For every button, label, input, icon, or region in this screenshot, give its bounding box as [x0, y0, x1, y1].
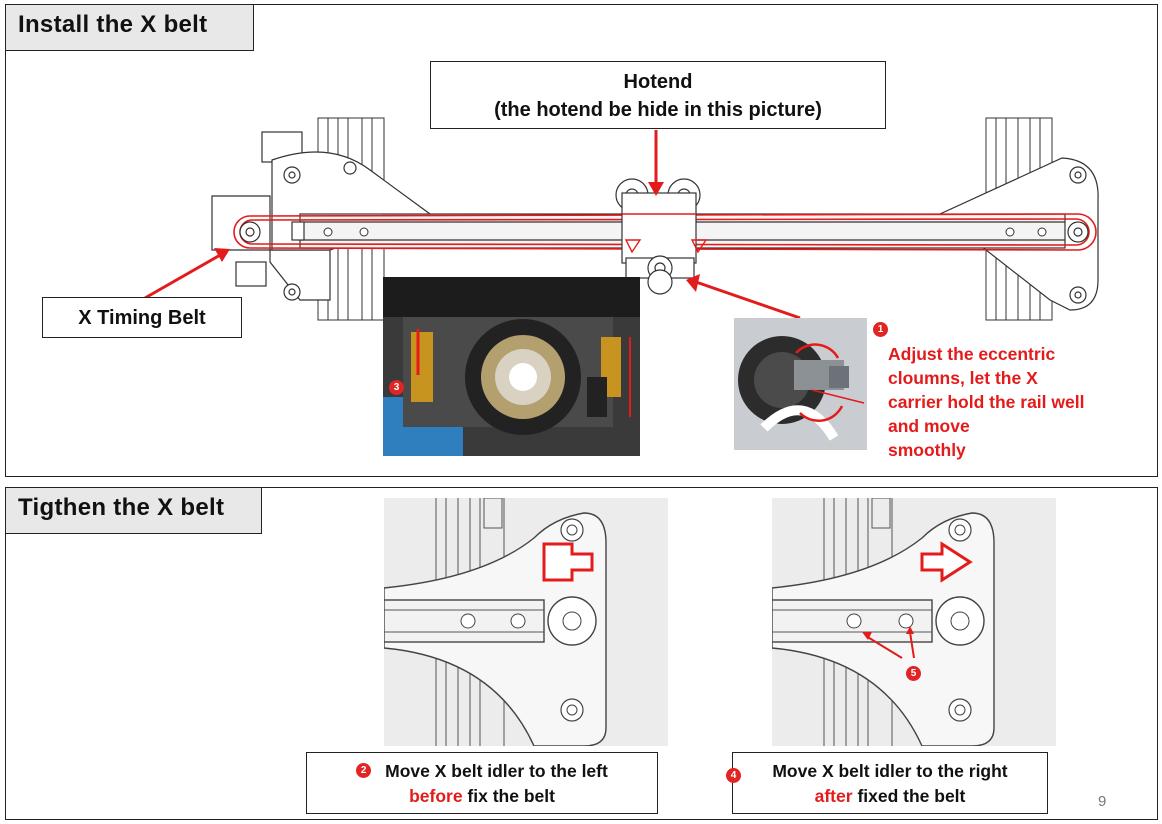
step4-highlight: after	[814, 786, 853, 806]
step2-rest: fix the belt	[467, 786, 555, 806]
step4-line-1: Move X belt idler to the right	[733, 759, 1047, 784]
step2-line-2: before fix the belt	[307, 784, 657, 809]
step1-badge: 1	[873, 322, 888, 337]
step1-line-4: and move	[888, 416, 970, 436]
step4-line-2: after fixed the belt	[733, 784, 1047, 809]
step4-text: Move X belt idler to the right	[772, 761, 1008, 781]
eccentric-nut-photo	[734, 318, 867, 450]
step2-highlight: before	[409, 786, 463, 806]
idler-left-diagram	[384, 498, 668, 746]
step1-line-1: Adjust the eccentric	[888, 344, 1056, 364]
step4-badge: 4	[726, 768, 741, 783]
timing-belt-callout: X Timing Belt	[42, 297, 242, 338]
hotend-callout: Hotend (the hotend be hide in this pictu…	[430, 61, 886, 129]
step2-line-1: 2 Move X belt idler to the left	[307, 759, 657, 784]
step4-caption: Move X belt idler to the right after fix…	[732, 752, 1048, 814]
hotend-label: Hotend	[623, 71, 693, 93]
step1-instructions: Adjust the eccentric cloumns, let the X …	[888, 342, 1150, 462]
step2-caption: 2 Move X belt idler to the left before fi…	[306, 752, 658, 814]
page-number: 9	[1098, 793, 1107, 810]
hotend-note: (the hotend be hide in this picture)	[494, 99, 822, 121]
idler-right-diagram	[772, 498, 1056, 746]
step1-line-5: smoothly	[888, 440, 966, 460]
step3-badge: 3	[389, 380, 404, 395]
x-axis-assembly-drawing	[144, 117, 1099, 321]
step2-text: Move X belt idler to the left	[385, 761, 608, 781]
carrier-wheels-photo: 3	[383, 277, 640, 456]
step5-badge: 5	[906, 666, 921, 681]
step2-badge: 2	[356, 762, 372, 778]
section-title-install: Install the X belt	[6, 5, 254, 51]
step4-rest: fixed the belt	[857, 786, 966, 806]
section-title-tighten: Tigthen the X belt	[6, 488, 262, 534]
step1-line-3: carrier hold the rail well	[888, 392, 1085, 412]
timing-belt-label: X Timing Belt	[78, 307, 206, 329]
step1-line-2: cloumns, let the X	[888, 368, 1038, 388]
